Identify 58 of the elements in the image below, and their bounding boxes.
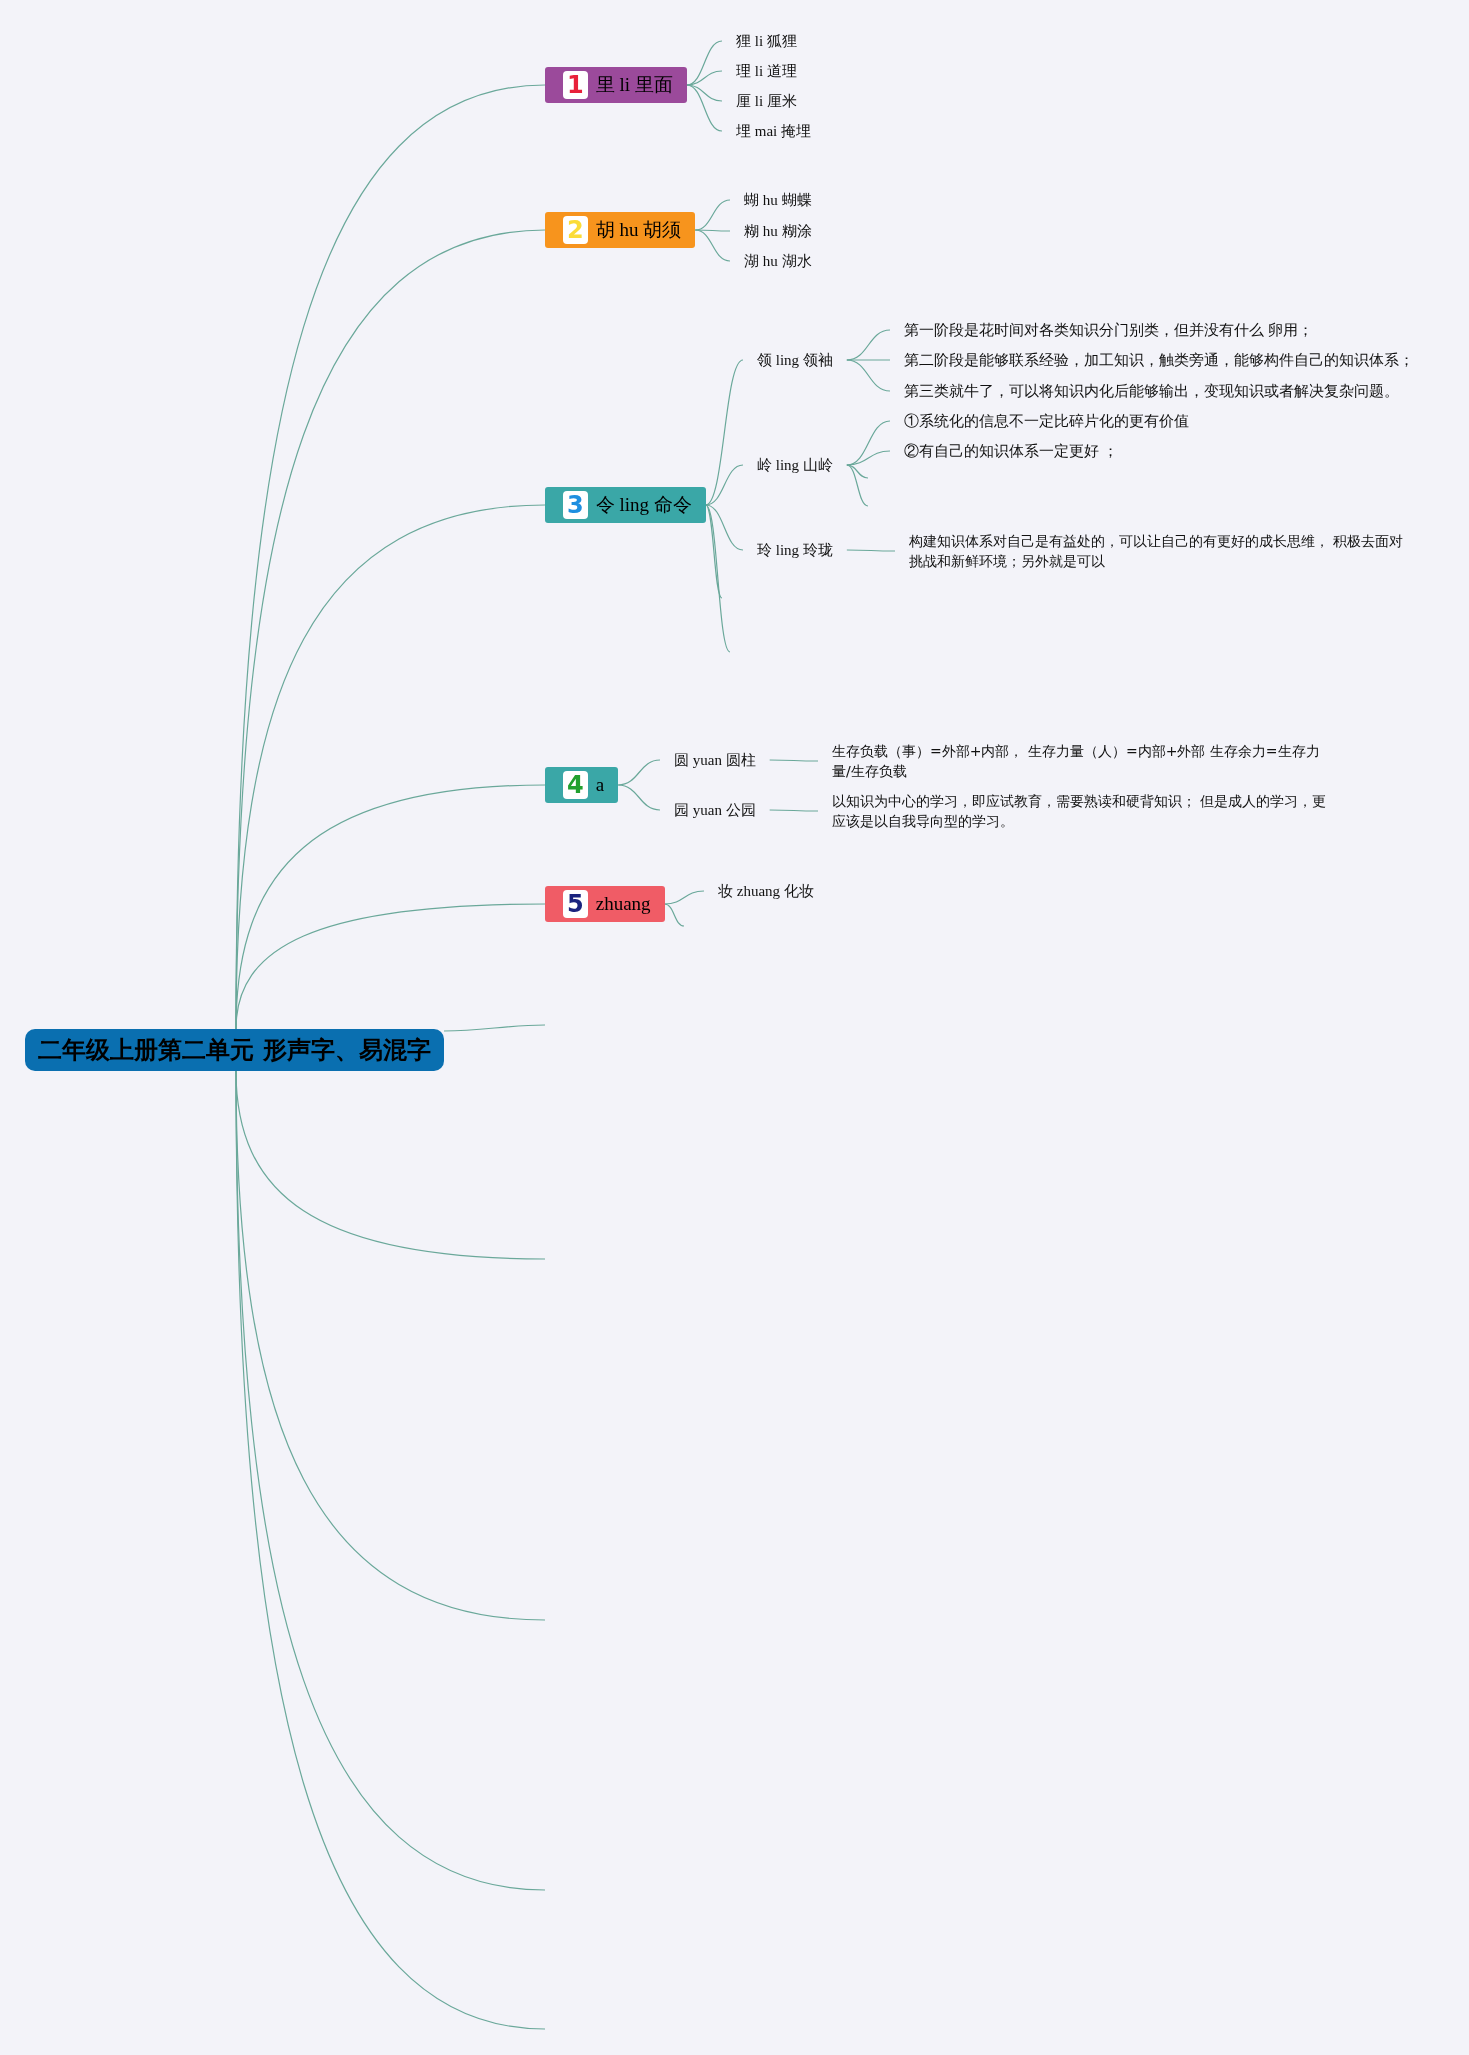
central-topic-box: 二年级上册第二单元 形声字、易混字 (25, 1029, 444, 1071)
connector-line (769, 809, 819, 812)
branch-label: 埋 mai 掩埋 (722, 122, 825, 140)
topic-box (545, 767, 619, 803)
topic-box (545, 67, 687, 103)
connector-line (705, 504, 744, 551)
priority-number: 3 (563, 491, 588, 519)
note-text: 生存负载（事）=外部+内部， 生存力量（人）=内部+外部 生存余力=生存力量/生存负载 (818, 741, 1333, 781)
connector-line (769, 759, 819, 762)
connector-line (617, 784, 661, 811)
topic-label: a (595, 774, 605, 796)
priority-number: 5 (563, 890, 588, 918)
branch-label: 岭 ling 山岭 (743, 456, 847, 474)
connector-line (846, 549, 896, 552)
branch-label: ②有自己的知识体系一定更好 ； (890, 442, 1132, 460)
branch-label: ①系统化的信息不一定比碎片化的更有价值 (890, 412, 1203, 430)
branch-label: 第三类就牛了，可以将知识内化后能够输出，变现知识或者解决复杂问题。 (890, 382, 1413, 400)
topic-box (545, 886, 665, 922)
topic-label: zhuang (595, 893, 651, 915)
connector-line (694, 229, 731, 262)
connector-line (686, 70, 723, 86)
topic-label: 令 ling 命令 (595, 493, 692, 517)
connector-line (664, 903, 685, 927)
note-text: 构建知识体系对自己是有益处的，可以让自己的有更好的成长思维， 积极去面对挑战和新鲜环境；另外就是可以 (895, 531, 1405, 571)
branch-label: 厘 li 厘米 (722, 92, 811, 110)
connector-line (846, 359, 891, 361)
branch-label: 糊 hu 糊涂 (730, 222, 826, 240)
branch-label: 狸 li 狐狸 (722, 32, 811, 50)
branch-label: 领 ling 领袖 (743, 351, 847, 369)
branch-label: 理 li 道理 (722, 62, 811, 80)
branch-label: 蝴 hu 蝴蝶 (730, 191, 826, 209)
connector-line (705, 359, 744, 506)
topic-box (545, 487, 706, 523)
topic-box (545, 212, 696, 248)
connector-line (694, 229, 731, 232)
connector-line (846, 464, 869, 507)
branch-label: 玲 ling 玲珑 (743, 541, 847, 559)
connector-line (617, 759, 661, 786)
branch-label: 圆 yuan 圆柱 (660, 751, 770, 769)
priority-number: 2 (563, 216, 588, 244)
connector-line (846, 450, 891, 466)
priority-number: 1 (563, 71, 588, 99)
connector-line (705, 504, 731, 653)
connector-line (686, 84, 723, 132)
branch-label: 第一阶段是花时间对各类知识分门别类，但并没有什么 卵用； (890, 321, 1327, 339)
topic-label: 胡 hu 胡须 (595, 218, 682, 242)
note-text: 以知识为中心的学习，即应试教育，需要熟读和硬背知识； 但是成人的学习，更应该是以自我导向型的学习。 (818, 791, 1333, 831)
branch-label: 湖 hu 湖水 (730, 252, 826, 270)
topic-label: 里 li 里面 (595, 73, 673, 97)
connector-line (705, 504, 723, 599)
connector-line (443, 1024, 546, 1032)
connector-line (705, 464, 744, 506)
connector-line (846, 359, 891, 392)
priority-number: 4 (563, 771, 588, 799)
connector-line (664, 890, 705, 905)
branch-label: 园 yuan 公园 (660, 801, 770, 819)
branch-label: 第二阶段是能够联系经验，加工知识，触类旁通，能够构件自己的知识体系； (890, 351, 1428, 369)
branch-label: 妆 zhuang 化妆 (704, 882, 828, 900)
